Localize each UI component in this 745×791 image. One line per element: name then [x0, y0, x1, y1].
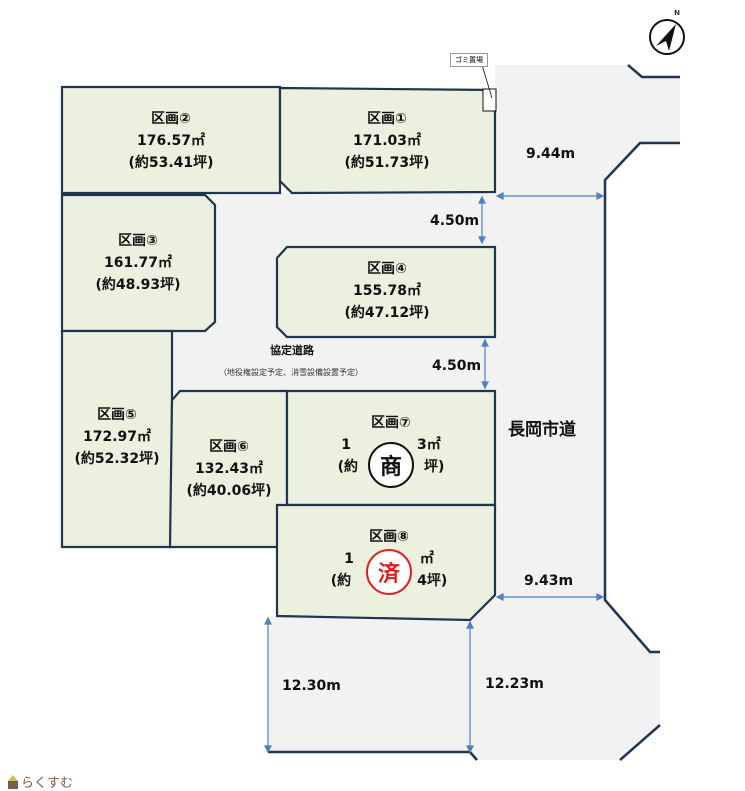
compass-label: N [674, 9, 680, 17]
garbage-label: ゴミ置場 [450, 53, 488, 67]
dim-gap-1: 4.50m [430, 213, 480, 229]
city-road-label: 長岡市道 [508, 420, 576, 440]
south-road [268, 616, 470, 752]
house-logo-icon [8, 774, 18, 789]
lot-4 [275, 245, 497, 339]
dim-right-depth: 12.23m [485, 676, 544, 692]
dim-gap-2: 4.50m [432, 358, 482, 374]
logo: らくすむ [8, 772, 73, 791]
city-road [470, 65, 680, 760]
garbage-area [482, 88, 497, 112]
agreement-road-note: （地役権設定予定、消雪設備設置予定） [219, 368, 363, 377]
dimension-arrows [264, 192, 605, 754]
north-arrow-icon [649, 19, 685, 55]
lot-6 [168, 389, 289, 549]
garbage-leader-line [481, 64, 493, 99]
sold-stamp: 済 [366, 549, 412, 595]
negotiating-stamp: 商 [368, 442, 414, 488]
dim-left-depth: 12.30m [282, 678, 341, 694]
lot-2 [60, 85, 282, 195]
dim-top-road: 9.44m [526, 146, 576, 162]
agreement-road-label: 協定道路 [270, 344, 314, 357]
lot-1 [278, 86, 497, 195]
dim-bottom-road: 9.43m [524, 573, 574, 589]
logo-text: らくすむ [21, 776, 74, 791]
road-edges [268, 64, 680, 761]
